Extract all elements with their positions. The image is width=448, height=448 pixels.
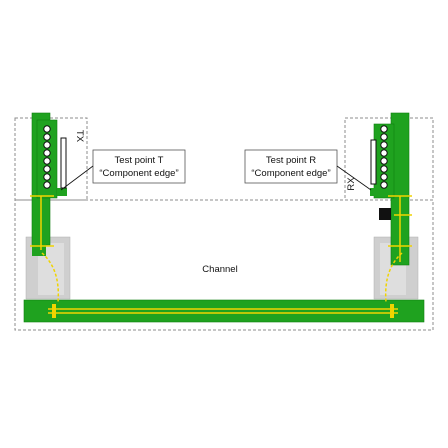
channel-label: Channel [202,264,237,275]
rx-component-tab [370,188,378,196]
left-routing-curve [41,252,60,303]
pad-row-icon [380,165,388,173]
channel-board [23,299,425,323]
tx-component-tab [57,188,67,196]
pad-row-icon [43,157,51,165]
pad-row-icon [43,125,51,133]
callout-leader-r [336,165,372,191]
pad-row-icon [380,157,388,165]
pad-row-icon [380,173,388,181]
pad-row-icon [380,125,388,133]
right-routing-curve [384,252,403,303]
pad-row-icon [380,181,388,189]
rx-chip-icon [379,208,391,220]
pad-row-icon [43,181,51,189]
pad-row-icon [43,173,51,181]
rx-chip-outline-icon [370,139,377,185]
pad-row-icon [43,141,51,149]
tx-chip-icon [60,137,67,189]
pad-row-icon [43,149,51,157]
callout-t-line1: Test point T [115,155,164,166]
pad-row-icon [380,149,388,157]
callout-box-r [244,149,338,184]
callout-box-t [92,149,186,184]
pad-row-icon [380,133,388,141]
pad-row-icon [43,165,51,173]
tx-label: TX [74,130,85,143]
callout-r-line1: Test point R [266,155,316,166]
pad-row-icon [43,133,51,141]
channel-via-left [52,304,56,318]
callout-t-line2: “Component edge” [99,168,178,179]
rx-label: RX [346,177,357,191]
channel-outline [14,199,434,331]
callout-leader-t [60,165,94,191]
channel-via-right [390,304,394,318]
tx-pads [43,125,51,189]
callout-r-line2: “Component edge” [251,168,330,179]
rx-pads [380,125,388,189]
pad-row-icon [380,141,388,149]
